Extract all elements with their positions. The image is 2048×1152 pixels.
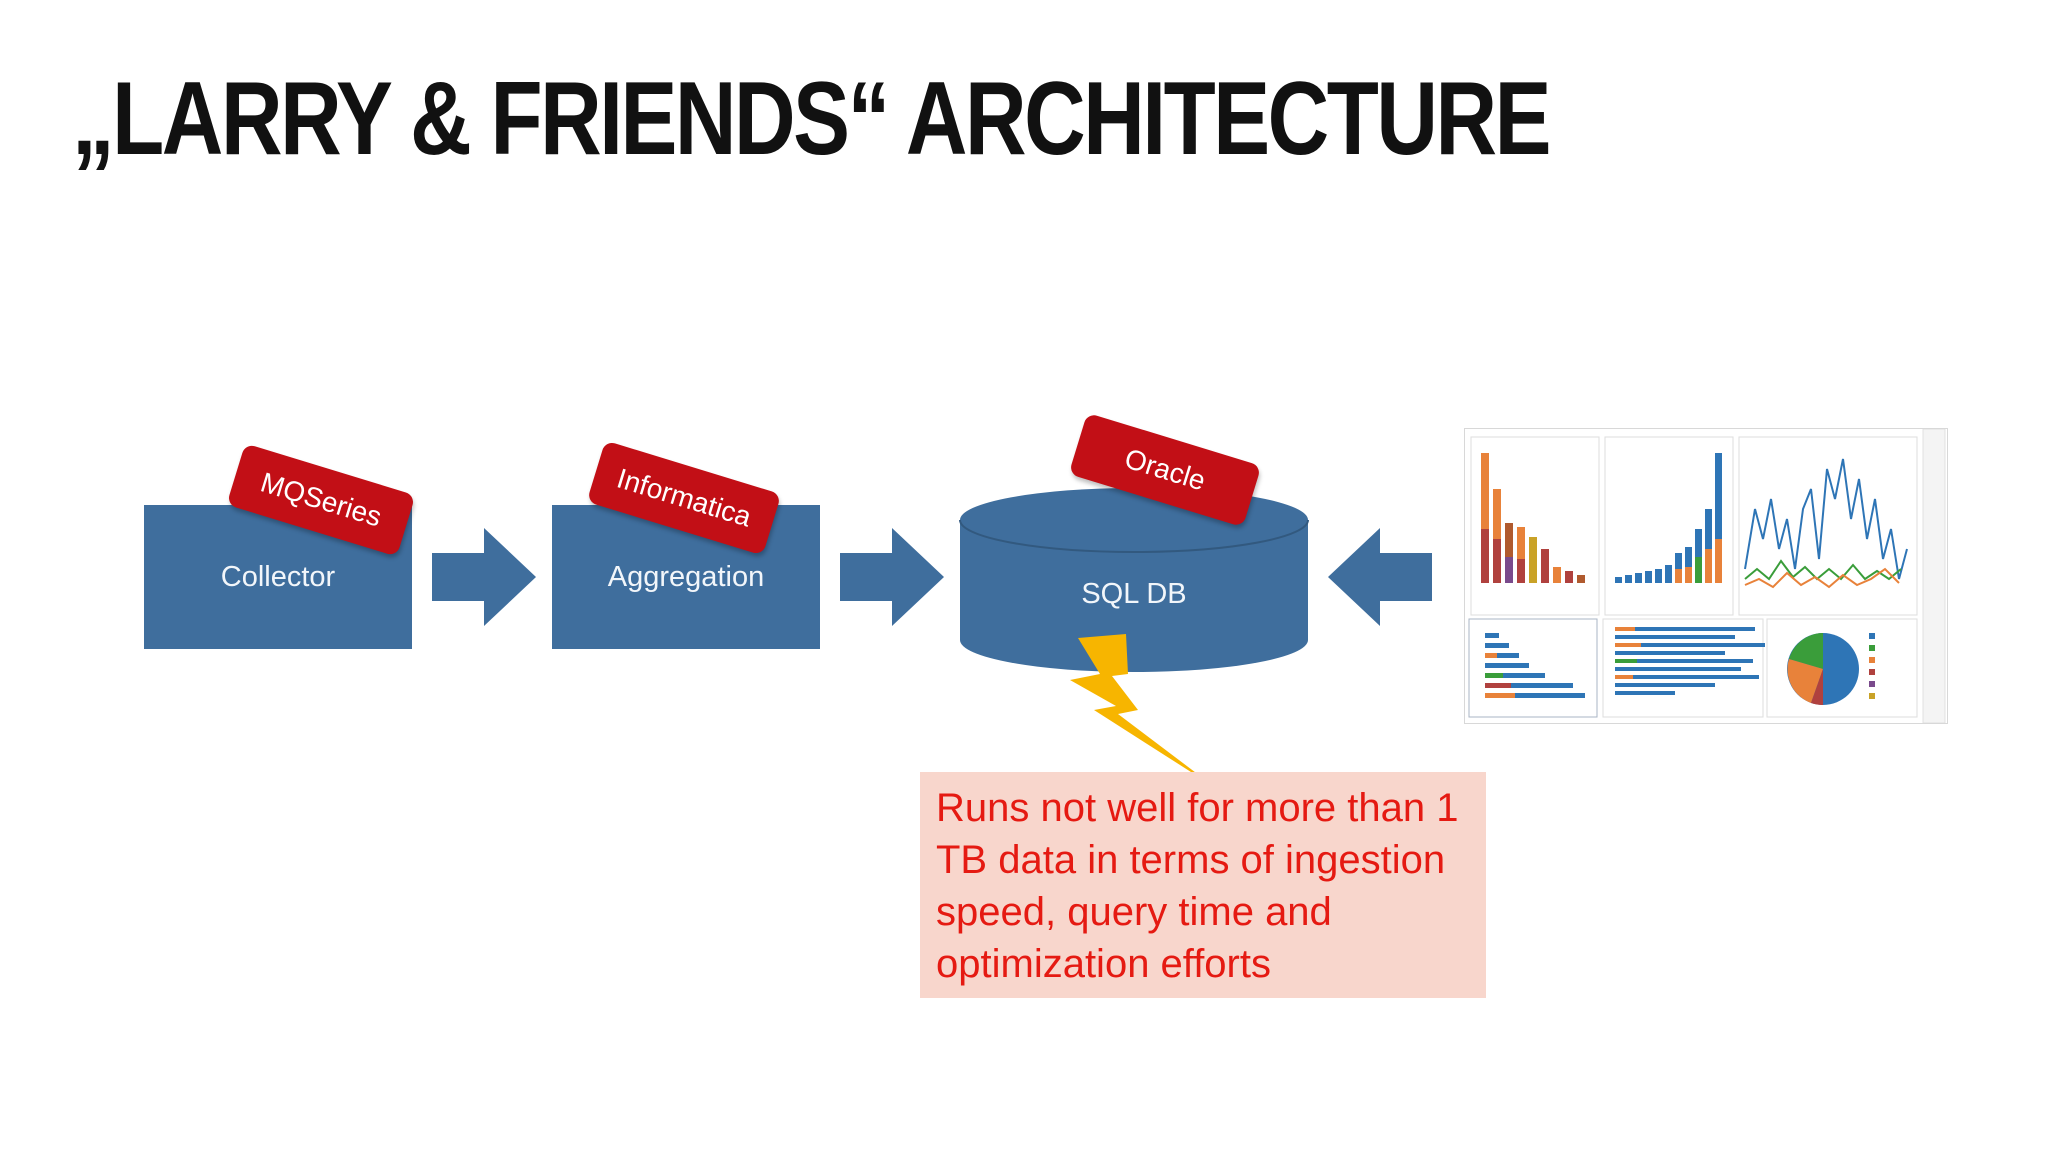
- sql-db-label: SQL DB: [960, 578, 1308, 611]
- dashboard-thumbnail-graphic: [1465, 429, 1947, 723]
- slide-title: „LARRY & FRIENDS“ ARCHITECTURE: [72, 60, 1549, 179]
- dashboard-screenshot: [1464, 428, 1948, 724]
- left-arrow-icon: [1328, 528, 1432, 626]
- aggregation-label: Aggregation: [552, 561, 820, 594]
- lightning-bolt-icon: [1060, 630, 1220, 790]
- performance-warning-note: Runs not well for more than 1 TB data in…: [920, 772, 1486, 998]
- collector-label: Collector: [144, 561, 412, 594]
- right-arrow-icon: [432, 528, 536, 626]
- right-arrow-icon: [840, 528, 944, 626]
